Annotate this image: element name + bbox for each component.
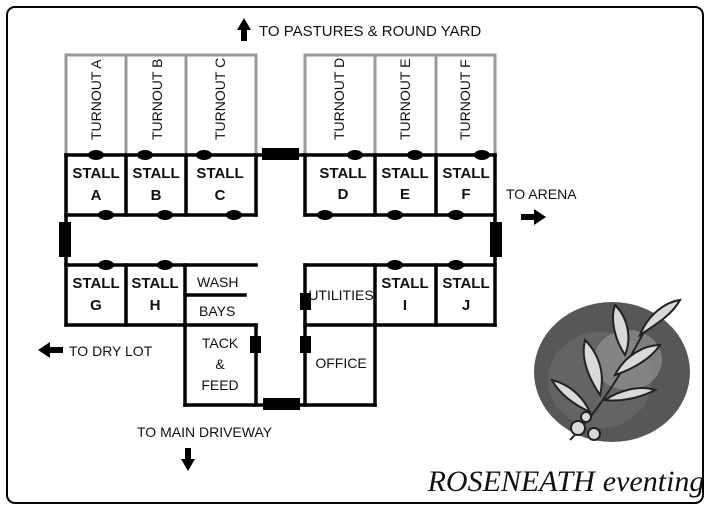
stall-a-word: STALL <box>72 165 119 182</box>
bays-label: BAYS <box>199 303 235 319</box>
stall-b-letter: B <box>151 187 162 204</box>
west-barn-door <box>59 222 71 257</box>
room-labels: WASH BAYS TACK & FEED UTILITIES OFFICE <box>197 274 374 393</box>
wash-label: WASH <box>197 274 238 290</box>
eucalyptus-branch-icon <box>550 298 682 441</box>
stall-g-letter: G <box>90 297 102 314</box>
stall-e-word: STALL <box>381 165 428 182</box>
stall-a-letter: A <box>91 187 102 204</box>
to-pastures-sign: TO PASTURES & ROUND YARD <box>237 18 481 41</box>
north-barn-door <box>262 148 299 160</box>
stall-c-word: STALL <box>196 165 243 182</box>
stall-d-word: STALL <box>319 165 366 182</box>
stall-d-letter: D <box>338 186 349 203</box>
turnout-labels: TURNOUT A TURNOUT B TURNOUT C TURNOUT D … <box>88 58 473 140</box>
stall-doors <box>88 150 490 270</box>
tack-amp-label: & <box>215 356 225 372</box>
turnout-b-label: TURNOUT B <box>149 59 165 140</box>
east-barn-door <box>490 222 502 257</box>
map-border <box>6 6 704 504</box>
office-door <box>300 336 311 353</box>
stall-i-word: STALL <box>381 275 428 292</box>
arrow-up-icon <box>237 18 251 30</box>
stall-g-word: STALL <box>72 275 119 292</box>
stall-c-letter: C <box>215 187 226 204</box>
stall-h-letter: H <box>150 297 161 314</box>
arrow-right-icon <box>534 209 546 225</box>
to-dry-lot-sign: TO DRY LOT <box>38 342 153 359</box>
stall-f-word: STALL <box>442 165 489 182</box>
stall-j-letter: J <box>462 297 470 314</box>
to-driveway-sign: TO MAIN DRIVEWAY <box>137 424 273 471</box>
tack-door <box>250 336 261 353</box>
stall-labels: STALL A STALL B STALL C STALL D STALL E … <box>72 165 489 314</box>
stall-f-letter: F <box>461 186 470 203</box>
turnouts <box>64 53 497 157</box>
tack-label: TACK <box>202 335 239 351</box>
arrow-down-icon <box>181 459 195 471</box>
utilities-label: UTILITIES <box>308 287 373 303</box>
feed-label: FEED <box>201 377 238 393</box>
arrow-left-icon <box>38 342 50 358</box>
stall-j-word: STALL <box>442 275 489 292</box>
stall-b-word: STALL <box>132 165 179 182</box>
barn-doors <box>59 148 502 410</box>
to-arena-sign: TO ARENA <box>506 186 577 225</box>
stall-h-word: STALL <box>131 275 178 292</box>
to-dry-lot-label: TO DRY LOT <box>69 343 153 359</box>
office-label: OFFICE <box>315 355 366 371</box>
turnout-d-label: TURNOUT D <box>331 58 347 140</box>
logo-name: ROSENEATH <box>427 465 598 498</box>
turnout-e-label: TURNOUT E <box>397 59 413 140</box>
turnout-f-label: TURNOUT F <box>457 59 473 140</box>
logo-tagline: eventing <box>603 465 705 498</box>
to-arena-label: TO ARENA <box>506 186 577 202</box>
to-driveway-label: TO MAIN DRIVEWAY <box>137 424 273 440</box>
to-pastures-label: TO PASTURES & ROUND YARD <box>259 23 481 40</box>
turnout-c-label: TURNOUT C <box>212 58 228 140</box>
stall-i-letter: I <box>403 297 407 314</box>
barn-walls <box>64 153 497 407</box>
turnout-a-label: TURNOUT A <box>88 59 104 140</box>
stall-e-letter: E <box>400 186 410 203</box>
utilities-door <box>300 293 311 310</box>
south-barn-door <box>263 398 300 410</box>
